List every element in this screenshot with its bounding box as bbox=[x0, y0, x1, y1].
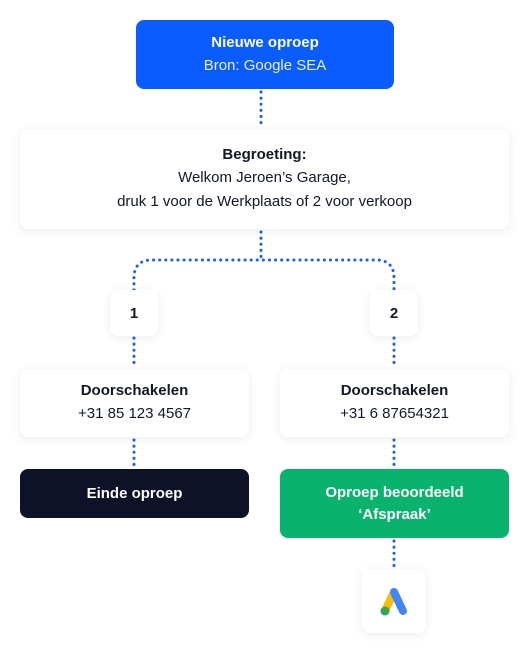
forward-2-number: +31 6 87654321 bbox=[340, 405, 449, 422]
call-rated-line-2: ‘Afspraak’ bbox=[358, 505, 431, 523]
end-call-node: Einde oproep bbox=[20, 469, 249, 518]
forward-2-title: Doorschakelen bbox=[340, 382, 449, 399]
greeting-line-1: Welkom Jeroen’s Garage, bbox=[178, 169, 351, 186]
connector-branch bbox=[132, 258, 396, 292]
forward-1-title: Doorschakelen bbox=[80, 382, 189, 399]
forward-1-number: +31 85 123 4567 bbox=[77, 405, 192, 422]
greeting-title: Begroeting: bbox=[222, 146, 307, 163]
forward-node-1: Doorschakelen +31 85 123 4567 bbox=[20, 369, 249, 437]
call-rated-line-1: Oproep beoordeeld bbox=[325, 483, 464, 501]
option-1-node: 1 bbox=[110, 290, 158, 336]
greeting-node: Begroeting: Welkom Jeroen’s Garage, druk… bbox=[20, 129, 509, 229]
call-rated-node: Oproep beoordeeld ‘Afspraak’ bbox=[280, 469, 509, 538]
end-call-label: Einde oproep bbox=[86, 484, 183, 502]
forward-node-2: Doorschakelen +31 6 87654321 bbox=[280, 369, 509, 437]
greeting-line-2: druk 1 voor de Werkplaats of 2 voor verk… bbox=[117, 193, 412, 210]
google-ads-icon bbox=[380, 588, 407, 616]
call-source-label: Bron: Google SEA bbox=[203, 56, 327, 74]
new-call-title: Nieuwe oproep bbox=[211, 33, 319, 51]
google-ads-node bbox=[362, 569, 426, 633]
option-1-label: 1 bbox=[129, 304, 139, 322]
new-call-node: Nieuwe oproep Bron: Google SEA bbox=[136, 20, 394, 89]
option-2-node: 2 bbox=[370, 290, 418, 336]
option-2-label: 2 bbox=[389, 304, 399, 322]
